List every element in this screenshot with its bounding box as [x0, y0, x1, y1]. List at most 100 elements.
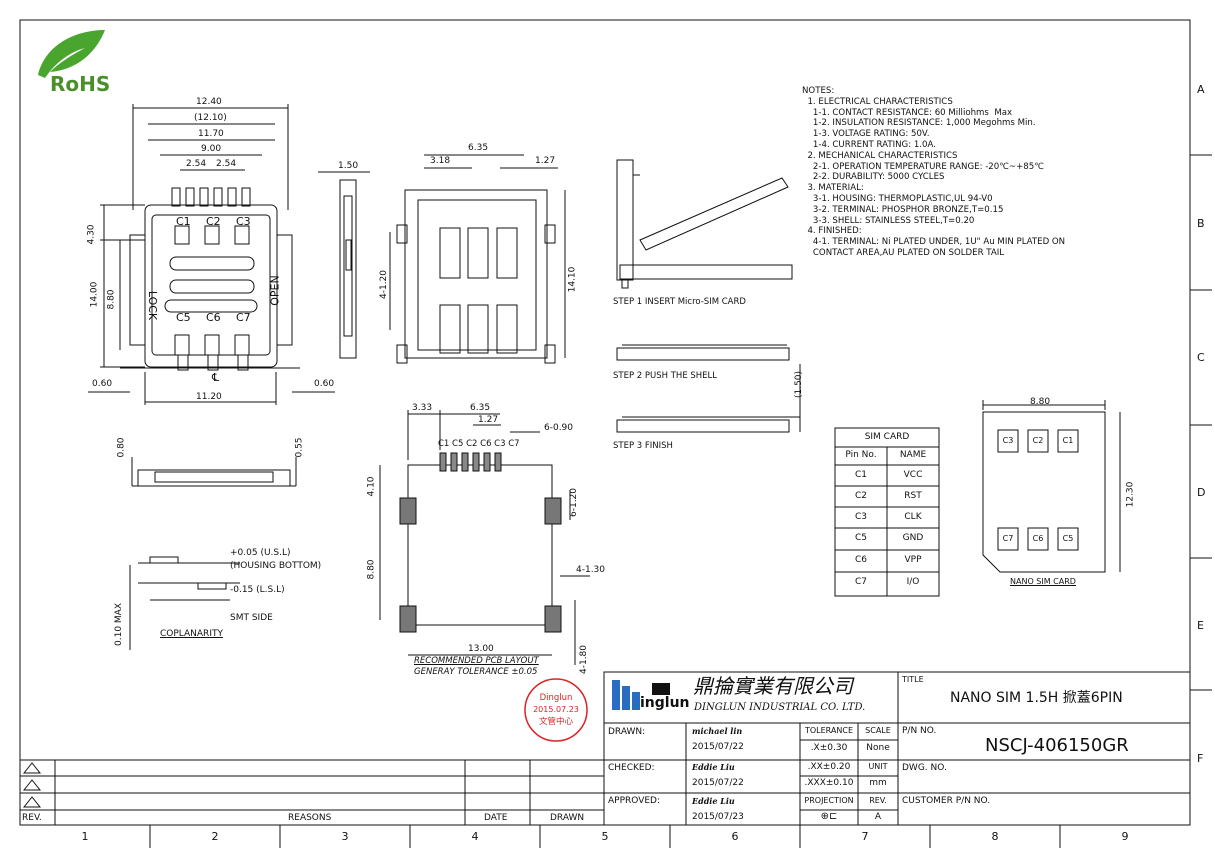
sim-card-table: [834, 427, 940, 597]
tb-title-value: NANO SIM 1.5H 掀蓋6PIN: [950, 690, 1123, 706]
cop-smt-side: SMT SIDE: [230, 613, 273, 623]
tb-tolerance: TOLERANCE: [804, 726, 854, 735]
cop-max: 0.10 MAX: [114, 603, 124, 646]
housing-top-view: [88, 104, 335, 405]
sim-row-pin: C1: [854, 470, 867, 480]
assembly-steps: [616, 159, 801, 433]
dinglun-logo: [612, 680, 670, 710]
nano-pin-c5: C5: [1062, 534, 1074, 543]
dim-9-00: 9.00: [201, 144, 222, 154]
dim-0-55: 0.55: [294, 437, 305, 458]
terminal-top-view: [389, 154, 566, 364]
dim-14-10: 14.10: [567, 266, 578, 293]
sim-row-name: RST: [904, 491, 922, 501]
nano-pin-c2: C2: [1032, 436, 1044, 445]
tb-drawn-label: DRAWN:: [608, 727, 646, 737]
label-c3: C3: [236, 215, 251, 228]
zone-h-7: 7: [861, 830, 869, 843]
dim-14-00: 14.00: [89, 281, 100, 308]
zone-h-9: 9: [1121, 830, 1129, 843]
nano-sim-card: [982, 400, 1121, 573]
nano-pin-c3: C3: [1002, 436, 1014, 445]
sim-row-pin: C6: [854, 555, 867, 565]
nano-12-30: 12.30: [1125, 481, 1136, 508]
dim-11-70: 11.70: [198, 129, 224, 139]
tb-dwg-label: DWG. NO.: [902, 763, 947, 773]
dim-8-80: 8.80: [106, 289, 117, 310]
label-open: OPEN: [268, 275, 282, 306]
projection-symbol-icon: ⊕⊏: [820, 811, 838, 822]
cop-plus: +0.05 (U.S.L): [230, 548, 291, 558]
zone-h-1: 1: [81, 830, 89, 843]
dinglun-stamp: [524, 678, 588, 742]
front-view: [131, 457, 297, 487]
rohs-logo-text: RoHS: [50, 72, 111, 96]
tb-customer-label: CUSTOMER P/N NO.: [902, 796, 991, 806]
zone-v-a: A: [1197, 83, 1205, 96]
sim-row-pin: C5: [854, 533, 867, 543]
dim-12-10: (12.10): [194, 113, 227, 123]
stamp-line2: 2015.07.23: [533, 705, 579, 714]
sim-table-title: SIM CARD: [864, 432, 910, 442]
zone-h-4: 4: [471, 830, 479, 843]
tb-approved-name: Eddie Liu: [692, 796, 735, 806]
sim-row-name: CLK: [904, 512, 922, 522]
reasons-label: REASONS: [288, 813, 332, 823]
note-line: 1. ELECTRICAL CHARACTERISTICS: [802, 96, 953, 107]
note-line: 3-3. SHELL: STAINLESS STEEL,T=0.20: [802, 215, 975, 226]
note-line: 1-3. VOLTAGE RATING: 50V.: [802, 129, 930, 140]
dim-0-80: 0.80: [116, 437, 127, 458]
dim-1-50: 1.50: [338, 161, 359, 171]
nano-8-80: 8.80: [1030, 397, 1051, 407]
tb-tol1: .X±0.30: [810, 743, 848, 753]
dim-4-1-20: 4-1.20: [379, 269, 390, 300]
dim-0-60b: 0.60: [314, 379, 335, 389]
pcb-tolerance: GENERAY TOLERANCE ±0.05: [414, 667, 538, 677]
sim-row-name: VCC: [903, 470, 923, 480]
cop-minus: -0.15 (L.S.L): [230, 585, 285, 595]
pcb-4-10: 4.10: [366, 476, 377, 497]
label-c6: C6: [206, 311, 221, 324]
tb-unit-value: mm: [869, 778, 887, 788]
label-lock: LOCK: [146, 290, 160, 321]
stamp-line1: Dinglun: [539, 693, 573, 703]
step-1-50: (1.50): [794, 370, 805, 399]
tb-tol3: .XXX±0.10: [804, 778, 854, 788]
step1-label: STEP 1 INSERT Micro-SIM CARD: [613, 297, 746, 307]
pcb-13-00: 13.00: [468, 644, 494, 654]
dim-0-60a: 0.60: [92, 379, 113, 389]
dim-4-30: 4.30: [86, 224, 97, 245]
tb-approved-date: 2015/07/23: [692, 812, 744, 822]
stamp-line3: 文管中心: [538, 717, 573, 727]
sim-table-h-pin: Pin No.: [845, 450, 877, 460]
zone-v-d: D: [1197, 486, 1206, 499]
pcb-8-80: 8.80: [366, 559, 377, 580]
zone-h-8: 8: [991, 830, 999, 843]
pcb-3-33: 3.33: [412, 403, 433, 413]
step2-label: STEP 2 PUSH THE SHELL: [613, 371, 718, 381]
tb-tol2: .XX±0.20: [807, 762, 851, 772]
tb-checked-label: CHECKED:: [608, 763, 655, 773]
label-centerline: ℄: [212, 371, 220, 384]
note-line: 3-2. TERMINAL: PHOSPHOR BRONZE,T=0.15: [802, 204, 1004, 215]
zone-v-e: E: [1197, 619, 1204, 632]
tb-checked-name: Eddie Liu: [692, 762, 735, 772]
company-name-cn: 鼎掄實業有限公司: [693, 674, 853, 698]
zone-h-2: 2: [211, 830, 219, 843]
note-line: 4-1. TERMINAL: Ni PLATED UNDER, 1U" Au M…: [802, 237, 1066, 248]
zone-h-5: 5: [601, 830, 609, 843]
tb-title-label: TITLE: [902, 675, 924, 684]
tb-pn-value: NSCJ-406150GR: [985, 735, 1129, 756]
sim-row-name: I/O: [906, 577, 920, 587]
label-c2: C2: [206, 215, 221, 228]
pcb-4-1-80: 4-1.80: [579, 644, 590, 675]
tb-checked-date: 2015/07/22: [692, 778, 744, 788]
company-logo-text: inglun: [640, 695, 690, 711]
step3-label: STEP 3 FINISH: [613, 441, 673, 451]
note-line: 2. MECHANICAL CHARACTERISTICS: [802, 150, 958, 161]
tb-scale: SCALE: [865, 726, 891, 735]
sim-row-pin: C7: [854, 577, 867, 587]
dim-1-27: 1.27: [535, 156, 556, 166]
nano-pin-c6: C6: [1032, 534, 1044, 543]
